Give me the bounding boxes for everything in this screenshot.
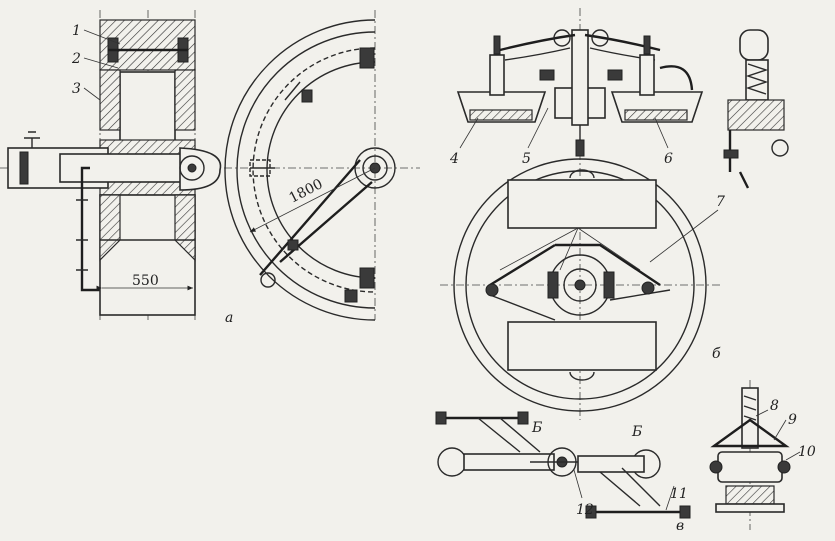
rim-bolts [107, 37, 189, 63]
callout-b-left: Б [531, 420, 542, 436]
dimension-550: 550 [96, 270, 196, 300]
callout-6: 6 [664, 151, 673, 167]
panel-b-wheel-plan: 7 б [440, 158, 725, 412]
callout-1: 1 [72, 23, 81, 39]
callout-4: 4 [449, 151, 459, 167]
panel-label-a: а [225, 310, 233, 326]
dimension-label-1800: 1800 [287, 176, 326, 206]
callout-10: 10 [798, 444, 816, 460]
safety-valve-detail [723, 29, 789, 189]
panel-label-b: б [712, 346, 721, 362]
callout-5: 5 [522, 151, 531, 167]
callout-12: 12 [576, 502, 594, 518]
callout-2: 2 [71, 51, 81, 67]
panel-a-section-view: 1 2 3 550 [0, 10, 420, 320]
panel-b-top-mechanism: 4 5 6 [449, 8, 704, 420]
callout-11: 11 [670, 486, 688, 502]
callout-b-right: Б [631, 424, 642, 440]
callout-9: 9 [788, 412, 797, 428]
callout-7: 7 [716, 194, 725, 210]
oil-pipe [76, 166, 100, 292]
panel-v-valve-assembly: 8 9 10 [709, 380, 816, 530]
counterweight-top [507, 179, 657, 229]
panel-v-linkage: Б Б 12 11 в [435, 411, 691, 534]
panel-label-v: в [676, 518, 684, 534]
dimension-label-550: 550 [132, 273, 159, 289]
callout-3: 3 [72, 81, 81, 97]
bearing-housing [179, 147, 222, 191]
counterweight-bottom [507, 321, 657, 371]
callout-8: 8 [770, 398, 779, 414]
